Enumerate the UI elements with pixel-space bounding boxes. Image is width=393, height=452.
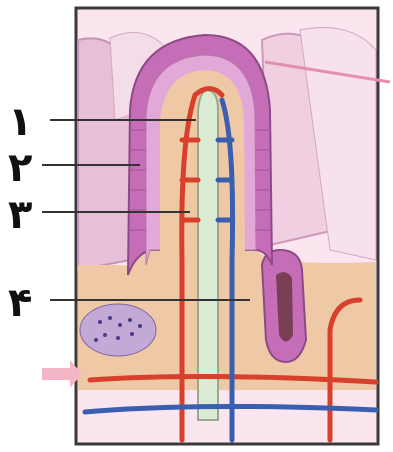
intestinal-crypt — [262, 250, 306, 362]
lymphoid-nodule — [80, 304, 156, 356]
label-4: ۴ — [8, 280, 32, 326]
label-2: ۲ — [8, 145, 32, 191]
labels: ۱ ۲ ۳ ۴ — [8, 99, 32, 326]
label-3: ۳ — [8, 192, 32, 238]
lacteal — [198, 90, 218, 420]
label-1: ۱ — [8, 99, 32, 145]
